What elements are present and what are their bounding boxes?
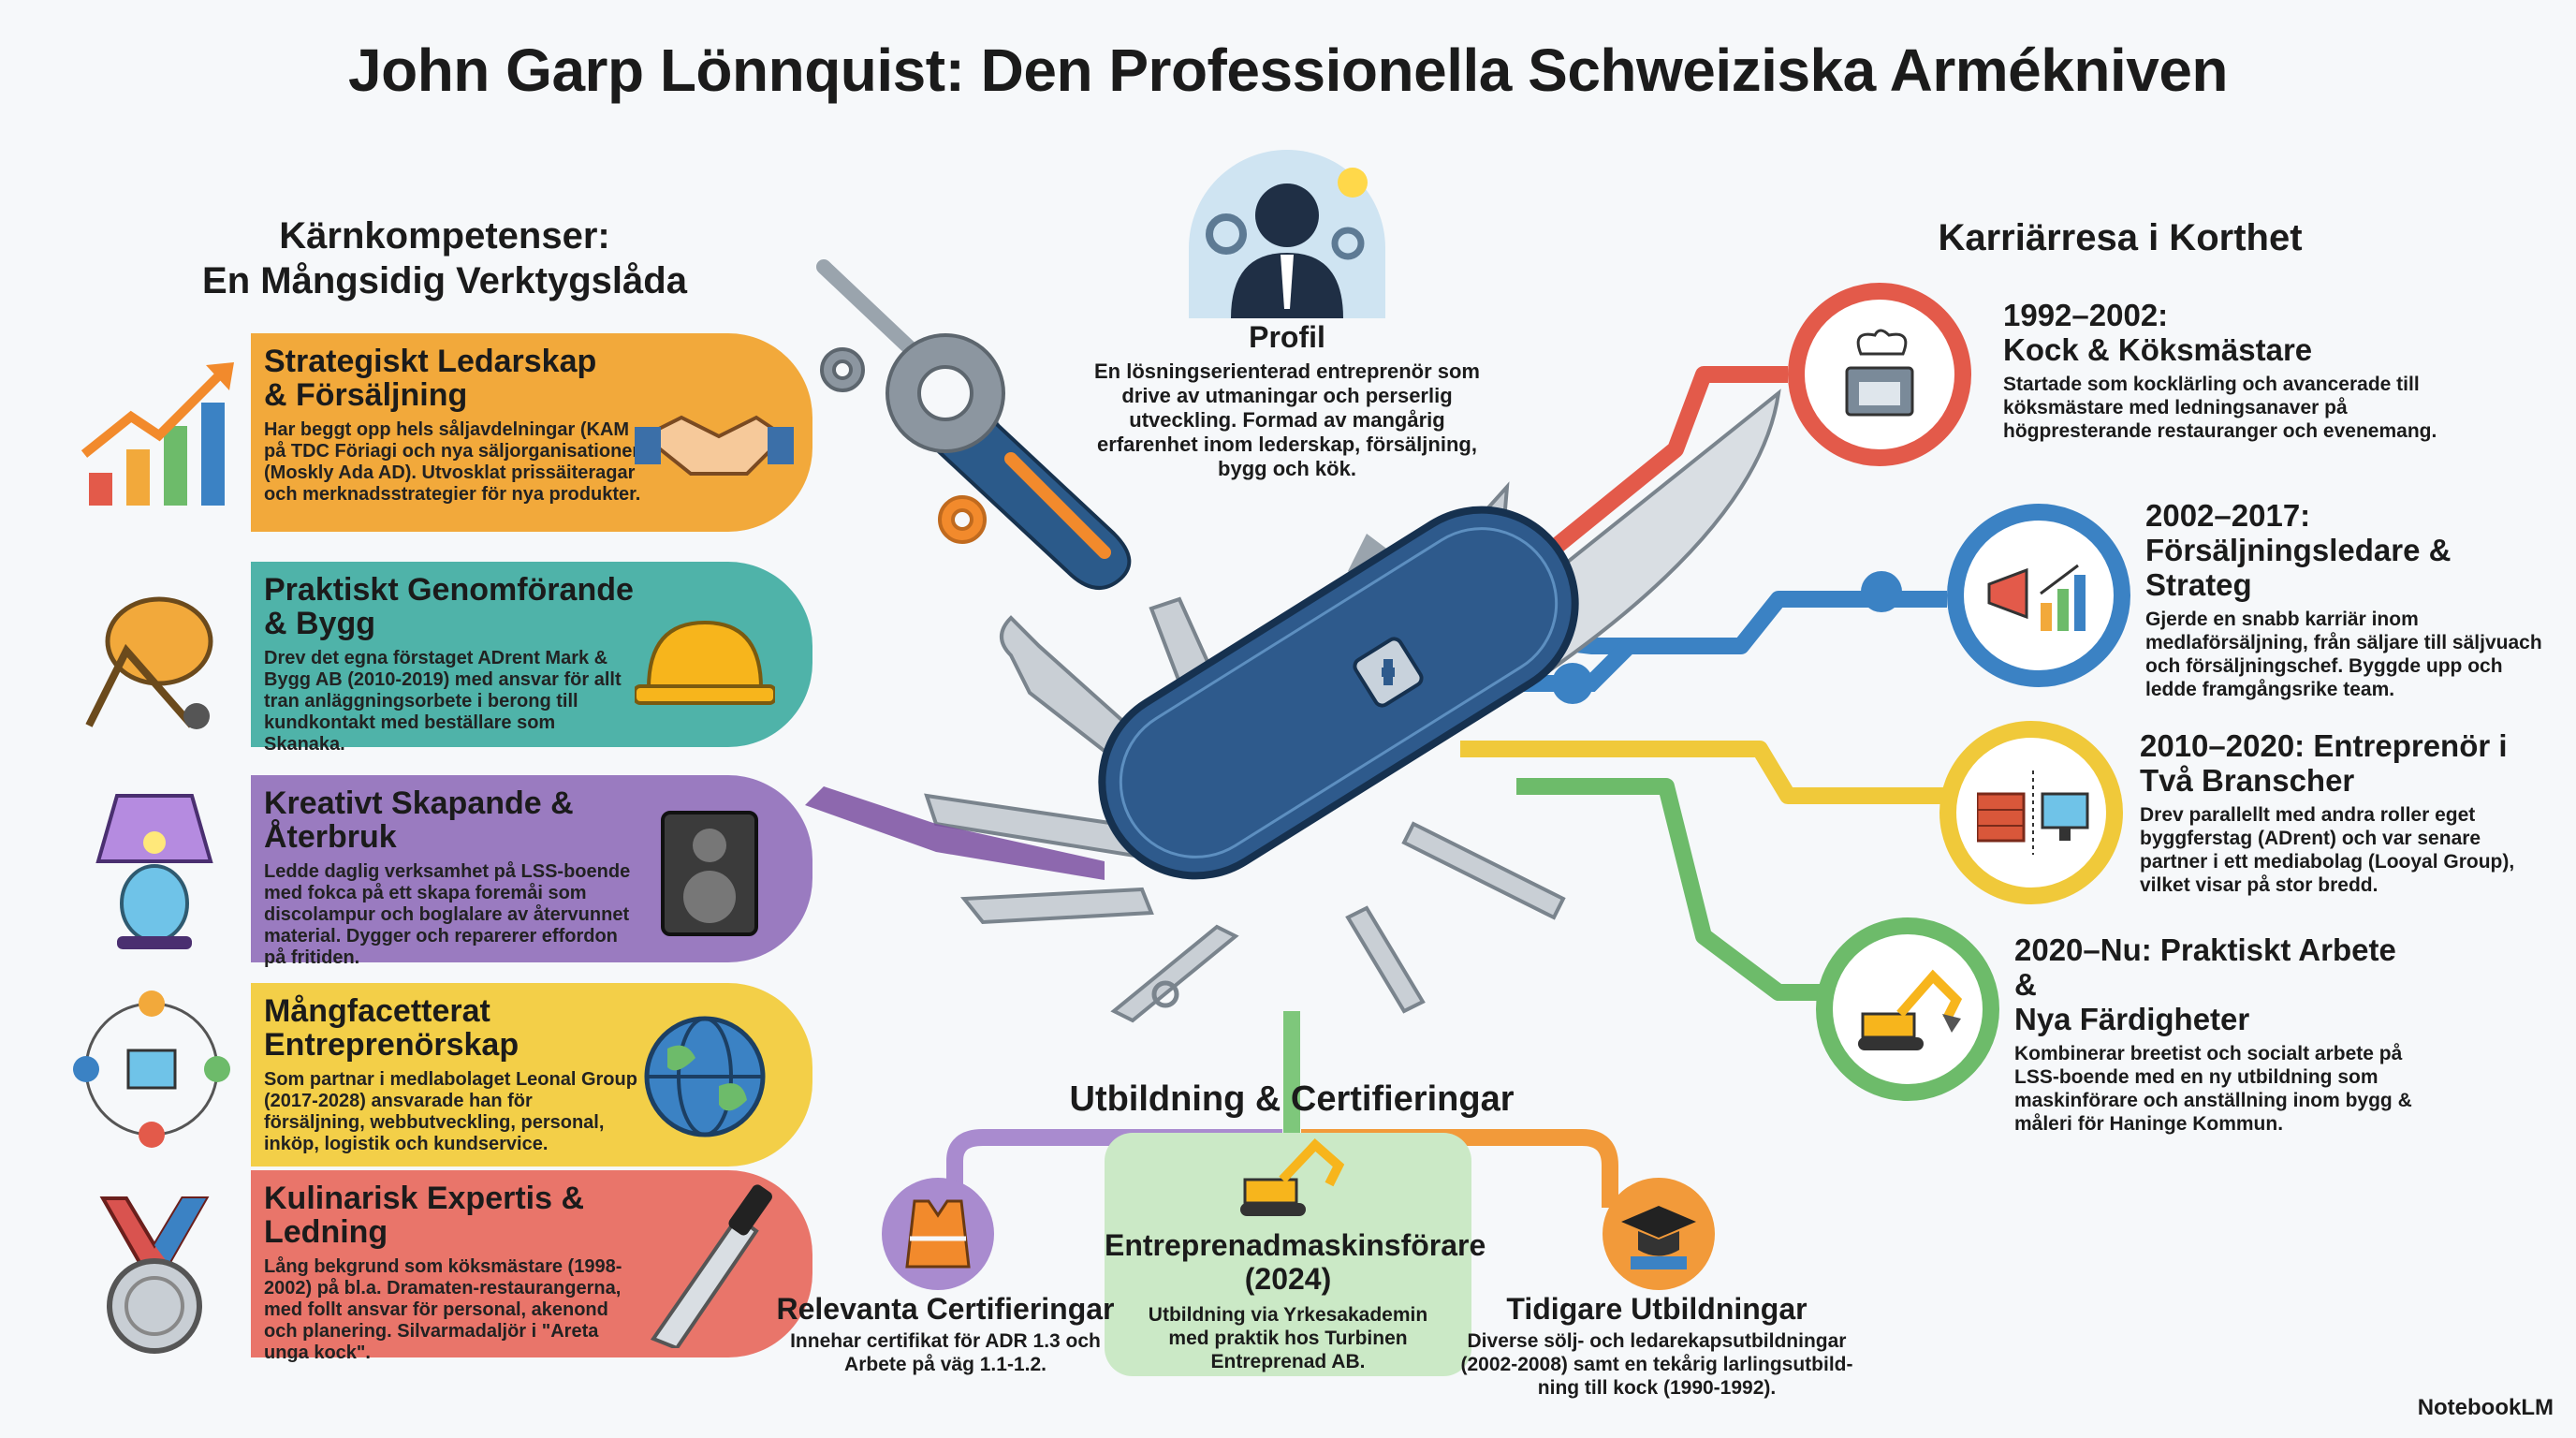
- megaphone-chart-icon: [1987, 564, 2086, 631]
- career-text: Drev parallellt med andra roller eget by…: [2140, 804, 2515, 896]
- page-title: John Garp Lönnquist: Den Professionella …: [348, 37, 2229, 104]
- education-heading: Utbildning & Certifieringar: [1069, 1079, 1515, 1119]
- career-circle-entrepreneur: [1939, 721, 2123, 904]
- competency-title: Praktiskt Genomförande & Bygg: [264, 572, 634, 641]
- career-heading: Karriärresa i Korthet: [1938, 217, 2303, 258]
- profile-text: En lösningserienterad entreprenör som dr…: [1094, 360, 1480, 480]
- chef-knife-icon: [650, 1184, 772, 1348]
- disco-lamp-icon: [95, 794, 213, 949]
- profile-title: Profil: [1249, 320, 1325, 354]
- medal-icon: [99, 1196, 210, 1354]
- education-text: Utbildning via Yrkesakademin med praktik…: [1148, 1304, 1428, 1372]
- brick-monitor-icon: [1977, 770, 2089, 855]
- competency-title-line2: & Försäljning: [264, 377, 468, 413]
- career-title-line2: Nya Färdigheter: [2014, 1002, 2250, 1036]
- career-text: Kombinerar breetist och socialt arbete p…: [2014, 1043, 2412, 1135]
- competency-card-building: Praktiskt Genomförande & Bygg Drev det e…: [251, 562, 812, 755]
- education-circle-previous: [1603, 1178, 1715, 1290]
- notebooklm-logo: NotebookLM: [2417, 1395, 2554, 1420]
- competencies-heading: Kärnkompetenser: En Mångsidig Verktygslå…: [192, 213, 697, 303]
- education-title: Entreprenadmaskinsförare (2024): [1105, 1228, 1486, 1296]
- safety-vest-icon: [905, 1199, 971, 1269]
- career-text: Gjerde en snabb karriär inom medlaförsäl…: [2145, 609, 2542, 700]
- career-title-line1: 2010–2020: Entreprenör i: [2140, 728, 2508, 763]
- speaker-icon: [661, 811, 758, 936]
- competency-title-line1: Strategiskt Ledarskap: [264, 344, 597, 379]
- competency-title: Kulinarisk Expertis & Ledning: [264, 1181, 585, 1250]
- education-title: Relevanta Certifieringar: [776, 1292, 1115, 1326]
- career-title-line1: 1992–2002:: [2003, 298, 2169, 332]
- competencies-heading-line1: Kärnkompetenser:: [279, 215, 610, 257]
- competencies-heading-line2: En Mångsidig Verktygslåda: [202, 260, 687, 301]
- globe-icon: [644, 1016, 766, 1137]
- career-title-line2: Kock & Köksmästare: [2003, 332, 2313, 367]
- competency-card-creative: Kreativt Skapande & Återbruk Ledde dagli…: [251, 775, 812, 968]
- education-title: Tidigare Utbildningar: [1506, 1292, 1808, 1326]
- network-icon: [73, 990, 230, 1148]
- competency-title: Kreativt Skapande & Återbruk: [264, 785, 574, 855]
- competency-card-leadership: Strategiskt Ledarskap& Försäljning Har b…: [251, 333, 812, 532]
- excavator-icon: [1240, 1138, 1345, 1216]
- competency-text: Lång bekgrund som köksmästare (1998-2002…: [264, 1256, 622, 1363]
- career-title-line2: Två Branscher: [2140, 763, 2355, 798]
- career-text: Startade som kocklärling och avancerade …: [2003, 374, 2437, 442]
- career-item-practical: 2020–Nu: Praktiskt Arbete &Nya Färdighet…: [2014, 932, 2426, 1136]
- competency-title-line2: Entreprenörskap: [264, 1027, 520, 1063]
- chef-stove-icon: [1845, 329, 1914, 417]
- competency-text: Drev det egna förstaget ADrent Mark & By…: [264, 648, 622, 755]
- swiss-army-knife-icon: [805, 389, 1781, 1023]
- excavator-icon: [1858, 969, 1963, 1050]
- competency-title-line1: Mångfacetterat: [264, 993, 490, 1029]
- career-title-line1: 2002–2017:: [2145, 498, 2311, 533]
- career-circle-chef: [1788, 283, 1971, 466]
- competency-text: Har beggt opp hels såljavdelningar (KAM …: [264, 419, 641, 505]
- career-item-sales: 2002–2017:Försäljningsledare & Strateg G…: [2145, 498, 2557, 701]
- career-item-chef: 1992–2002:Kock & Köksmästare Startade so…: [2003, 298, 2443, 443]
- growth-chart-icon: [80, 362, 234, 506]
- handshake-icon: [635, 415, 794, 476]
- graduation-cap-icon: [1621, 1206, 1696, 1269]
- gear-icon: [820, 333, 1005, 544]
- competency-text: Ledde daglig verksamhet på LSS-boende me…: [264, 861, 631, 968]
- education-circle-certs: [882, 1178, 994, 1290]
- career-circle-practical: [1816, 917, 1999, 1101]
- hard-hat-icon: [635, 620, 775, 705]
- career-title-line2: Försäljningsledare & Strateg: [2145, 533, 2452, 602]
- education-text: Innehar certifikat för ADR 1.3 och Arbet…: [790, 1330, 1101, 1375]
- career-circle-sales: [1947, 504, 2130, 687]
- career-title-line1: 2020–Nu: Praktiskt Arbete &: [2014, 932, 2396, 1002]
- competency-text: Som partnar i medlabolaget Leonal Group …: [264, 1069, 637, 1154]
- businessman-gears-icon: [1206, 168, 1368, 318]
- education-text: Diverse sölj- och ledarekapsutbildningar…: [1460, 1330, 1853, 1399]
- competency-card-culinary: Kulinarisk Expertis & Ledning Lång bekgr…: [251, 1170, 812, 1363]
- cement-mixer-icon: [85, 596, 213, 729]
